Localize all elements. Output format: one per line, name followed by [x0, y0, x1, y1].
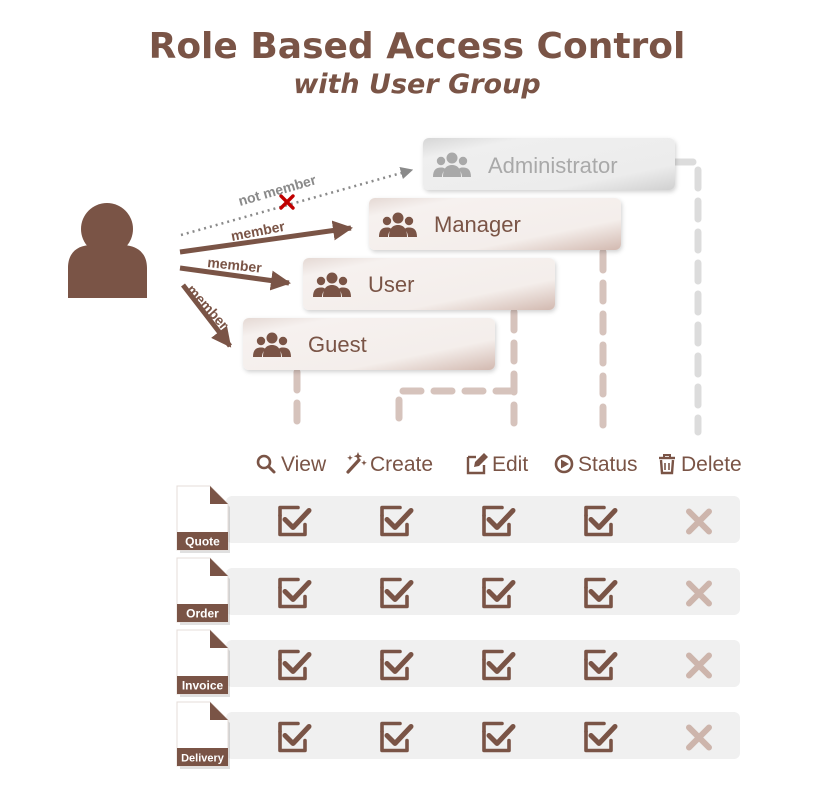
permission-header-edit: Edit [466, 453, 528, 476]
membership-label-not-member: not member [236, 171, 318, 209]
group-card-manager: Manager [369, 198, 621, 250]
magic-wand-icon [346, 452, 367, 474]
person-icon [68, 203, 147, 298]
membership-label-user: member [207, 254, 263, 276]
not-member-cross-icon [279, 194, 295, 210]
document-name: Invoice [182, 679, 224, 693]
permission-label-create: Create [370, 453, 433, 476]
permission-header-status: Status [554, 453, 638, 476]
group-name-guest: Guest [308, 332, 367, 357]
member-arrow-guest [181, 283, 232, 348]
group-name-administrator: Administrator [488, 153, 618, 178]
matrix-row-quote: Quote [176, 485, 740, 553]
member-arrow-user [179, 265, 291, 291]
matrix-row-order: Order [176, 557, 740, 625]
member-arrow-manager [179, 220, 353, 255]
group-card-administrator: Administrator [423, 138, 675, 190]
document-name: Quote [185, 535, 220, 549]
trash-icon [659, 454, 675, 475]
permission-label-edit: Edit [492, 453, 528, 476]
permission-label-view: View [281, 453, 327, 476]
group-name-user: User [368, 272, 414, 297]
matrix-row-delivery: Delivery [176, 701, 740, 769]
permission-headers: View Create Edit Status [256, 452, 742, 476]
page-title: Role Based Access Control [149, 26, 686, 67]
group-connectors [293, 158, 702, 436]
permission-label-delete: Delete [681, 453, 742, 476]
document-icon: Order [176, 557, 230, 625]
play-circle-icon [554, 454, 574, 474]
permission-header-delete: Delete [659, 453, 742, 476]
document-name: Delivery [181, 753, 225, 765]
permission-header-view: View [256, 453, 327, 476]
document-icon: Invoice [176, 629, 230, 697]
membership-label-guest: member [184, 281, 233, 333]
user-connector-branch [395, 387, 518, 432]
admin-connector [671, 158, 702, 436]
group-card-user: User [303, 258, 555, 310]
search-icon [256, 454, 276, 474]
permission-header-create: Create [346, 452, 433, 476]
page-subtitle: with User Group [293, 69, 540, 100]
matrix-row-invoice: Invoice [176, 629, 740, 697]
permission-label-status: Status [578, 453, 638, 476]
not-member-arrow [180, 167, 414, 237]
document-icon: Quote [176, 485, 230, 553]
document-name: Order [186, 607, 219, 621]
group-card-guest: Guest [243, 318, 495, 370]
group-name-manager: Manager [434, 212, 521, 237]
document-icon: Delivery [176, 701, 230, 769]
edit-icon [466, 453, 488, 475]
